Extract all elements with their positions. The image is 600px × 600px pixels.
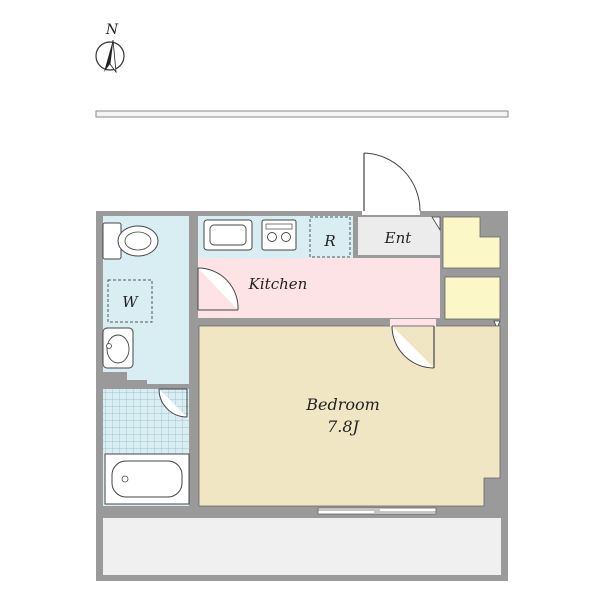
compass-north-label: N (105, 22, 119, 38)
kitchen-door[interactable] (197, 267, 239, 311)
entrance-floor (358, 217, 440, 255)
wash-basin-icon (102, 327, 134, 369)
entrance-step-line (358, 255, 440, 258)
kitchen-floor (198, 258, 440, 318)
washer-label: W (122, 293, 139, 311)
washer-space (107, 279, 153, 323)
balcony-floor (103, 518, 501, 575)
balcony-window[interactable] (317, 507, 437, 515)
refrigerator-space (309, 216, 351, 258)
bedroom-size: 7.8J (327, 417, 360, 436)
kitchen-sink-icon (203, 219, 253, 251)
compass-needle-tail-icon (109, 39, 117, 74)
refrigerator-label: R (323, 232, 335, 250)
kitchen-label: Kitchen (248, 275, 308, 293)
bedroom-label: Bedroom (305, 395, 380, 414)
closet-lower (444, 276, 501, 320)
closet-door-mark-icon (493, 320, 501, 330)
stove-icon (261, 219, 297, 251)
entrance-door[interactable] (362, 152, 421, 215)
bedroom-floor (198, 325, 501, 507)
compass-needle-icon (104, 40, 113, 72)
compass: N (95, 22, 125, 74)
bath-divider-wall (103, 384, 189, 389)
entrance-label: Ent (384, 229, 413, 247)
bath-tile-floor (103, 389, 189, 454)
entrance-shoebox-icon (431, 216, 441, 232)
bedroom-door[interactable] (390, 319, 436, 369)
bathroom-door[interactable] (158, 388, 188, 418)
closet-upper (442, 216, 501, 269)
toilet-icon (102, 222, 159, 260)
bathtub-icon (104, 453, 190, 505)
exterior-strip (95, 110, 509, 118)
